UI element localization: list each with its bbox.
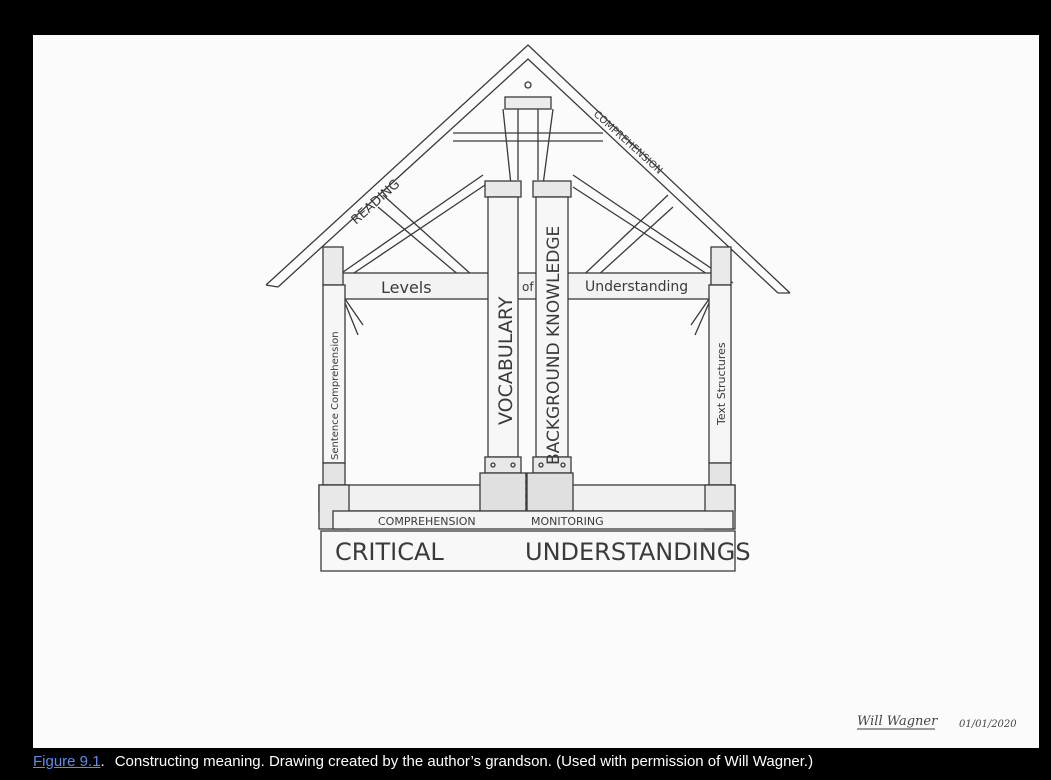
pillar-left-label: Sentence Comprehension (330, 331, 341, 460)
caption-text: Constructing meaning. Drawing created by… (115, 753, 813, 770)
house-diagram: READING COMPREHENSION Levels of Understa… (33, 35, 1039, 748)
beam-left-label: Levels (381, 278, 432, 297)
base-right-label: UNDERSTANDINGS (525, 538, 751, 566)
signature-date: 01/01/2020 (959, 719, 1017, 730)
king-post (453, 97, 603, 185)
base-left-label: CRITICAL (335, 538, 444, 566)
floor-right-label: MONITORING (531, 515, 604, 528)
pillar-right-label: Text Structures (715, 342, 728, 426)
pillar-background-label: BACKGROUND KNOWLEDGE (544, 226, 564, 465)
figure-link[interactable]: Figure 9.1 (33, 753, 101, 770)
signature-name: Will Wagner (857, 714, 938, 729)
figure-caption: Figure 9.1.Constructing meaning. Drawing… (33, 753, 813, 770)
drawing-paper: READING COMPREHENSION Levels of Understa… (33, 35, 1039, 748)
floor-left-label: COMPREHENSION (378, 515, 476, 528)
beam-right-label: Understanding (585, 279, 688, 295)
pillar-vocabulary-label: VOCABULARY (495, 296, 517, 425)
roof-inner (278, 59, 778, 293)
roof-right-label: COMPREHENSION (591, 109, 664, 177)
beam-mid-label: of (522, 280, 534, 294)
roof-peak-bolt (525, 82, 531, 88)
